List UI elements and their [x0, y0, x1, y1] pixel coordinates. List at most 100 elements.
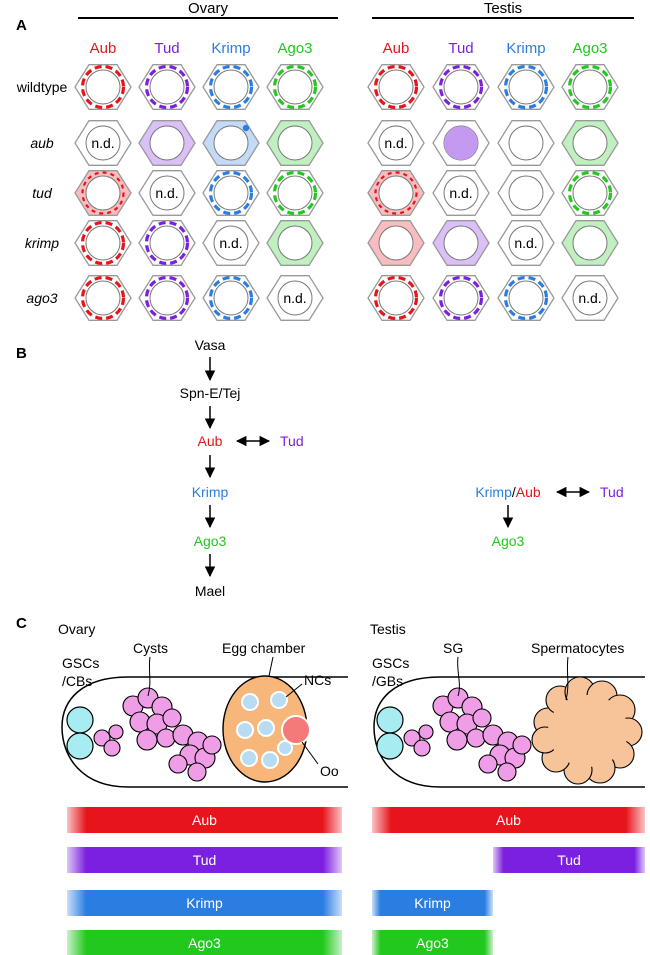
cell-krimp-krimp-ovary: n.d. — [202, 220, 260, 266]
testis-krimp: Krimp — [475, 484, 512, 500]
cell-nucleus — [149, 69, 185, 105]
spermatocytes-leader — [565, 656, 569, 701]
panel-b-label: B — [16, 345, 27, 362]
cell-nucleus — [277, 280, 313, 316]
nuage-ring — [208, 275, 254, 321]
cell-nucleus — [85, 175, 121, 211]
cell-nucleus — [443, 225, 479, 261]
cell-nucleus — [213, 280, 249, 316]
ovary-bar-ago3: Ago3 — [67, 930, 342, 955]
cell-nucleus — [277, 69, 313, 105]
cell-tud-aub-ovary — [74, 170, 132, 216]
expression-bar-label: Tud — [193, 852, 217, 868]
cell-ago3-tud-testis — [432, 275, 490, 321]
ncs-leader — [285, 683, 303, 698]
cell-nucleus — [277, 125, 313, 161]
column-header-ago3: Ago3 — [572, 40, 607, 57]
cell-wildtype-krimp-testis — [497, 64, 555, 110]
ovary-outline — [61, 676, 348, 788]
nuage-ring — [503, 275, 549, 321]
cell-tud-ago3-ovary — [266, 170, 324, 216]
panel-c-label: C — [16, 615, 27, 632]
pathway-tud: Tud — [280, 433, 304, 449]
cell-nucleus — [213, 175, 249, 211]
expression-bar-fill — [372, 890, 493, 916]
cytoplasmic-blob — [444, 126, 478, 160]
ovary-title: Ovary — [58, 621, 95, 637]
localization-grid: n.d.n.d.n.d.n.d.n.d.n.d.n.d.n.d. — [74, 64, 619, 321]
nuage-ring — [144, 220, 190, 266]
cell-nucleus — [149, 125, 185, 161]
cell-nucleus — [572, 225, 608, 261]
cell-nucleus — [213, 225, 249, 261]
expression-bar-label: Ago3 — [188, 935, 221, 951]
expression-bar-label: Krimp — [186, 895, 223, 911]
pathway-mael: Mael — [195, 583, 225, 599]
pathway-spne-tej: Spn-E/Tej — [180, 385, 241, 401]
testis-tud: Tud — [600, 484, 624, 500]
testis-gsc-label-line1: GSCs — [372, 655, 409, 671]
oocyte — [281, 715, 311, 745]
nuage-ring — [144, 275, 190, 321]
spermatocytes-label: Spermatocytes — [531, 640, 624, 656]
nuage-ring — [373, 64, 419, 110]
cell-krimp-ago3-testis — [561, 220, 619, 266]
testis-bar-krimp: Krimp — [372, 890, 493, 916]
ovary-bar-krimp: Krimp — [67, 890, 342, 916]
testis-title: Testis — [370, 621, 406, 637]
ovary-diagram: Ovary GSCs — [58, 621, 348, 788]
cell-nucleus — [508, 280, 544, 316]
egg-leader — [268, 656, 274, 677]
cell-nucleus — [213, 125, 249, 161]
cell-tud-ago3-testis — [561, 170, 619, 216]
cell-nucleus — [85, 280, 121, 316]
cell-ago3-aub-testis — [367, 275, 425, 321]
cell-ago3-ago3-ovary: n.d. — [266, 275, 324, 321]
cell-wildtype-aub-ovary — [74, 64, 132, 110]
panel-b: B Vasa Spn-E/Tej Aub Tud Krimp Ago3 Mael… — [16, 337, 624, 599]
testis-separator: / — [512, 484, 516, 500]
cell-nucleus — [378, 175, 414, 211]
oo-leader — [301, 741, 319, 765]
ncs-label: NCs — [304, 672, 331, 688]
nuage-ring — [272, 170, 318, 216]
cysts-leader — [147, 656, 151, 697]
pathway-krimp: Krimp — [192, 484, 229, 500]
cell-wildtype-tud-testis — [432, 64, 490, 110]
column-header-krimp: Krimp — [211, 40, 250, 57]
pathway-aub: Aub — [198, 433, 223, 449]
krimp-body-dot — [242, 124, 250, 132]
row-label-wildtype: wildtype — [16, 79, 68, 95]
not-determined-label: n.d. — [514, 235, 537, 251]
ovary-gsc-label-line2: /CBs — [62, 673, 92, 689]
expression-bar-fill — [67, 930, 342, 955]
cell-krimp-tud-testis — [432, 220, 490, 266]
testis-ago3: Ago3 — [492, 533, 525, 549]
testis-pathway-complex: Krimp/Aub — [475, 484, 541, 500]
cell-nucleus — [213, 69, 249, 105]
ovary-gsc-label-line1: GSCs — [62, 655, 99, 671]
egg-chamber-label: Egg chamber — [222, 640, 306, 656]
nuage-ring — [80, 64, 126, 110]
cell-aub-tud-ovary — [138, 120, 196, 166]
expression-bar-label: Ago3 — [416, 935, 449, 951]
cell-aub-krimp-ovary — [202, 120, 260, 166]
sg-leader — [457, 656, 460, 697]
cell-wildtype-ago3-testis — [561, 64, 619, 110]
cell-nucleus — [277, 175, 313, 211]
nuage-ring — [373, 275, 419, 321]
nuage-ring — [208, 170, 254, 216]
cell-aub-ago3-testis — [561, 120, 619, 166]
testis-gsc-cell — [376, 732, 404, 760]
nuage-ring — [80, 220, 126, 266]
cell-nucleus — [508, 225, 544, 261]
cell-tud-tud-testis: n.d. — [432, 170, 490, 216]
testis-gsc-cell — [376, 706, 404, 734]
expression-bar-fill — [67, 890, 342, 916]
cell-krimp-tud-ovary — [138, 220, 196, 266]
nuage-ring — [567, 64, 613, 110]
spermatogonia-cluster — [403, 687, 532, 782]
panel-a-label: A — [16, 17, 27, 34]
